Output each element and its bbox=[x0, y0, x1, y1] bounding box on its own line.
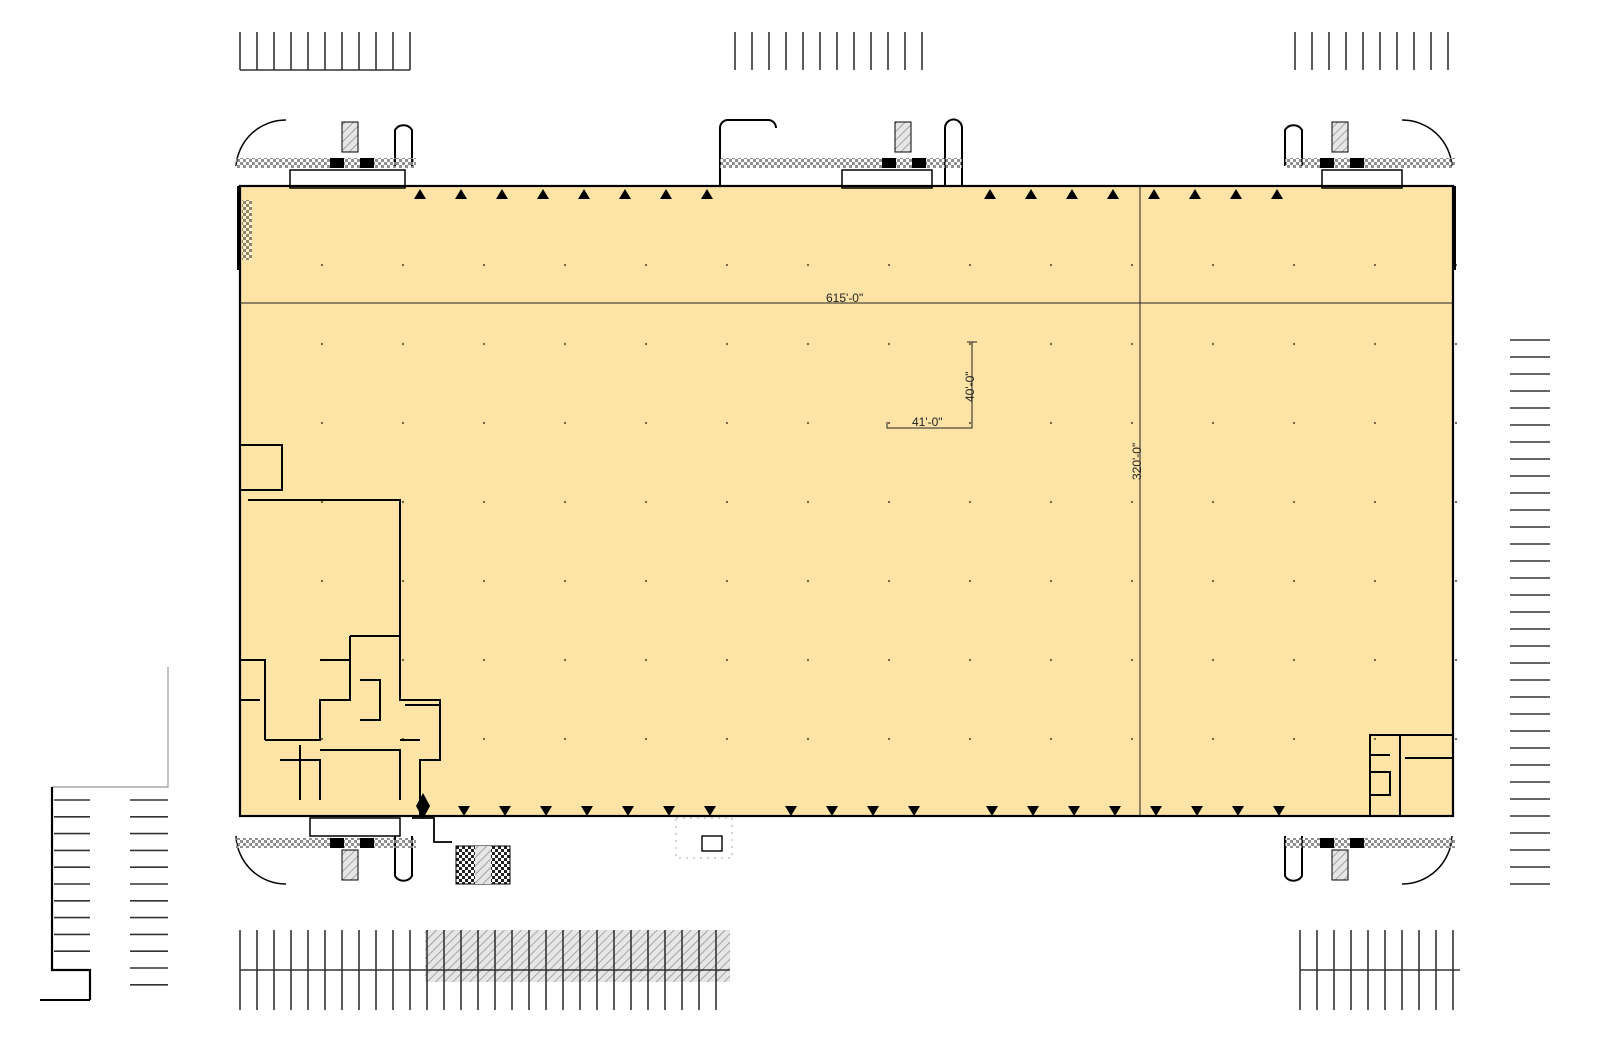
warehouse-floor bbox=[240, 186, 1453, 816]
dimension-label-bay-width: 41'-0" bbox=[912, 415, 943, 429]
parking-lot-south-west-side bbox=[40, 667, 169, 1001]
dimension-label-length: 615'-0" bbox=[826, 291, 864, 305]
dimension-label-bay-depth: 40'-0" bbox=[963, 371, 977, 402]
entry-tower-north-east bbox=[1284, 119, 1456, 270]
entry-tower-south-west bbox=[235, 817, 416, 885]
dimension-label-depth: 320'-0" bbox=[1130, 442, 1144, 480]
entry-tower-south-east bbox=[1284, 835, 1455, 885]
trash-enclosure bbox=[412, 817, 511, 885]
main-office-area bbox=[240, 444, 441, 816]
transformer-pad bbox=[675, 817, 733, 859]
dock-doors-north bbox=[414, 189, 1283, 199]
dimension-bay bbox=[886, 341, 977, 429]
parking-lot-south-west bbox=[239, 930, 730, 1010]
parking-lot-east bbox=[1510, 339, 1550, 885]
parking-lot-north-east bbox=[1294, 32, 1449, 70]
secondary-office-area bbox=[1369, 734, 1452, 816]
parking-lot-south-east bbox=[1299, 930, 1460, 1010]
parking-lot-north-west bbox=[239, 32, 411, 71]
dock-doors-south bbox=[458, 806, 1285, 816]
column-grid bbox=[320, 263, 1458, 741]
hatched-stalls bbox=[425, 930, 730, 982]
entry-tower-north-west bbox=[235, 119, 416, 270]
parking-lot-north-center bbox=[734, 32, 923, 70]
entry-tower-north-center bbox=[719, 118, 963, 189]
